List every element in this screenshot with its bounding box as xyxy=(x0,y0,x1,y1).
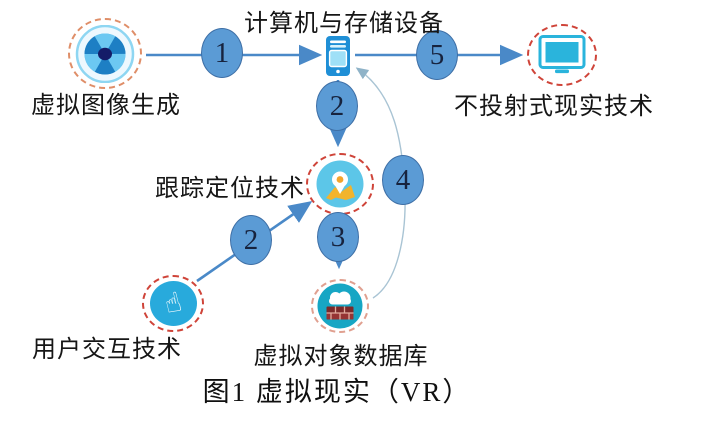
node-virtual-image-generation xyxy=(68,18,142,89)
hand-pointer-icon: ☝ xyxy=(149,281,197,326)
label-tracking-positioning: 跟踪定位技术 xyxy=(155,176,305,202)
map-pin-icon xyxy=(316,160,364,208)
label-user-interaction: 用户交互技术 xyxy=(32,337,182,363)
node-user-interaction: ☝ xyxy=(142,275,204,332)
node-virtual-object-database xyxy=(311,279,369,333)
step-badge-5: 5 xyxy=(416,30,458,80)
label-virtual-image-generation: 虚拟图像生成 xyxy=(31,93,181,119)
monitor-icon xyxy=(538,35,586,74)
step-badge-2: 2 xyxy=(316,81,358,131)
label-virtual-object-database: 虚拟对象数据库 xyxy=(253,344,429,370)
step-badge-4: 4 xyxy=(382,155,424,205)
step-badge-3: 3 xyxy=(317,212,359,262)
node-non-projective-display xyxy=(527,24,597,86)
step-badge-1: 1 xyxy=(201,28,243,78)
node-computer-storage xyxy=(325,35,351,77)
camera-aperture-icon xyxy=(75,24,135,83)
cloud-database-icon xyxy=(317,283,363,329)
computer-tower-icon xyxy=(326,36,350,76)
step-badge-2-interaction: 2 xyxy=(230,215,272,265)
label-computer-storage: 计算机与存储设备 xyxy=(244,11,444,37)
label-non-projective-display: 不投射式现实技术 xyxy=(454,94,654,120)
figure-caption: 图1 虚拟现实（VR） xyxy=(202,377,472,407)
node-tracking-positioning xyxy=(306,153,374,215)
